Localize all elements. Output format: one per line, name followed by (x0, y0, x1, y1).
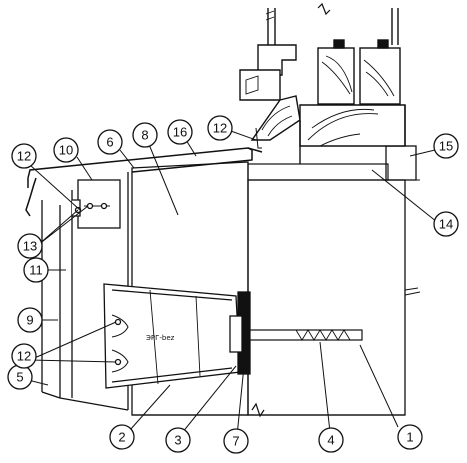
callout-9: 9 (17, 307, 43, 333)
callout-10: 10 (53, 137, 79, 163)
anchor-dowel (249, 329, 363, 341)
callout-5: 5 (7, 364, 33, 390)
callout-15-label: 15 (439, 139, 453, 154)
mortar-bed (247, 163, 389, 181)
callout-12-bottom-left: 12 (11, 343, 37, 369)
callout-11-label: 11 (29, 263, 43, 278)
break-lines (132, 2, 405, 418)
sill-flashing (25, 147, 263, 217)
callout-4-label: 4 (327, 433, 334, 448)
callout-6-label: 6 (106, 135, 113, 150)
callout-16-label: 16 (173, 125, 187, 140)
callout-13-label: 13 (23, 239, 37, 254)
bracket: ЭРГ-bez (103, 283, 241, 389)
callout-4: 4 (318, 427, 344, 453)
callout-7: 7 (223, 428, 249, 454)
callout-9-label: 9 (26, 313, 33, 328)
callout-15: 15 (433, 133, 459, 159)
callout-13: 13 (17, 233, 43, 259)
guide-profile (72, 179, 121, 229)
callout-12-bottom-left-label: 12 (17, 349, 31, 364)
bracket-label: ЭРГ-bez (146, 334, 175, 342)
callout-12-top-center-label: 12 (213, 121, 227, 136)
leader-lines (27, 129, 438, 437)
callout-12-top-left: 12 (11, 143, 37, 169)
anchor-base (229, 291, 251, 375)
callout-6: 6 (97, 129, 123, 155)
callout-12-top-left-label: 12 (17, 149, 31, 164)
callout-1-label: 1 (406, 430, 413, 445)
callout-14: 14 (433, 211, 459, 237)
callout-10-label: 10 (59, 143, 73, 158)
callout-11: 11 (23, 257, 49, 283)
callout-7-label: 7 (232, 434, 239, 449)
callout-12-top-center: 12 (207, 115, 233, 141)
concrete-wall (247, 179, 421, 416)
callout-1: 1 (397, 424, 423, 450)
callout-8: 8 (132, 122, 158, 148)
callout-3: 3 (165, 427, 191, 453)
callout-2-label: 2 (118, 430, 125, 445)
callout-14-label: 14 (439, 217, 453, 232)
callout-16: 16 (167, 119, 193, 145)
window-frame (239, 8, 406, 164)
callout-5-label: 5 (16, 370, 23, 385)
callout-3-label: 3 (174, 433, 181, 448)
sealing-block (385, 145, 417, 181)
callout-2: 2 (109, 424, 135, 450)
callout-8-label: 8 (141, 128, 148, 143)
